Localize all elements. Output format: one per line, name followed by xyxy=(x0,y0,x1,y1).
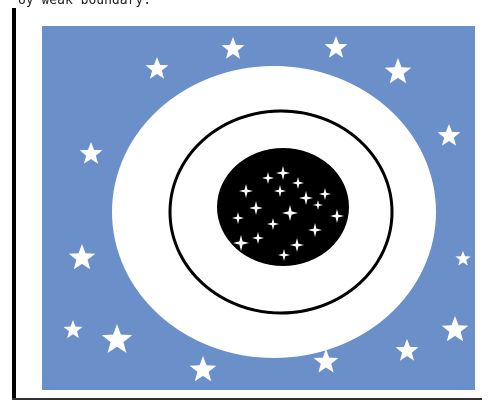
central-disk xyxy=(217,148,349,266)
